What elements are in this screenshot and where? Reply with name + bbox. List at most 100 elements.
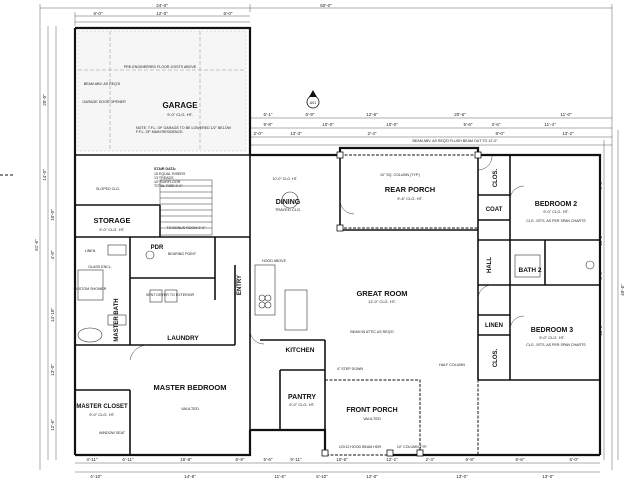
counter-icon (254, 264, 276, 316)
dim-label: 4'-11" (86, 457, 98, 462)
room-great-room-sub: 12'-0" CLG. HT. (368, 299, 396, 304)
toilet-icon (585, 260, 595, 270)
dim-label: 5'-6" (464, 122, 473, 127)
room-front-porch-sub: VAULTED (363, 416, 381, 421)
dim-label: 13'-0" (542, 474, 554, 479)
room-coat: COAT (486, 207, 503, 213)
dim-label: 3'-6" (492, 122, 501, 127)
bottom-dim-row2: 4'-10" 14'-8" 11'-6" 6'-10" 12'-0" 13'-0… (90, 474, 554, 479)
dim-label: 13'-2" (562, 131, 574, 136)
dim-label: 5'-6" (516, 457, 525, 462)
room-master-bedroom: MASTER BEDROOM (154, 383, 227, 392)
room-closet-top: CLOS. (493, 169, 499, 188)
rear-column-note: 10" SQ. COLUMN (TYP.) (380, 173, 420, 177)
top-dim-row2: 6'-1" 6'-9" 12'-6" 20'-6" 11'-0" (264, 112, 572, 117)
stair-line: TOTAL RISE 9'-0" (154, 184, 183, 188)
dining-table-icon (281, 191, 299, 209)
sink-icon (107, 244, 127, 256)
range-burner-icon (264, 301, 272, 309)
interior-walls (75, 154, 600, 455)
room-master-closet: MASTER CLOSET (76, 404, 128, 410)
dim-label: 13'-3" (290, 131, 302, 136)
island-icon (284, 289, 308, 331)
dim-label: 6'-11" (122, 457, 134, 462)
garage-left-dim: 6'-0" (94, 11, 103, 16)
dim-label: 2'-4" (426, 457, 435, 462)
bottom-dimensions (75, 462, 600, 473)
garage-slab (77, 30, 247, 152)
dim-label: 14'-8" (184, 474, 196, 479)
garage-floor-note: PRE-ENGINEERED FLOOR JOISTS ABOVE (124, 65, 197, 69)
garage-right-dim: 6'-0" (224, 11, 233, 16)
room-garage-sub: 9'-0" CLG. HT. (167, 112, 193, 117)
bedroom2-joists-note: CLG. JSTS. AS PER SPAN CHARTS (526, 219, 586, 223)
front-beam-note: 12X12 HOOD BEAM HDR (339, 445, 382, 449)
stair-title: STAIR DATA: (154, 167, 176, 171)
tub-icon (77, 327, 103, 343)
room-entry: ENTRY (237, 275, 243, 295)
half-column-note: HALF COLUMN (439, 363, 465, 367)
room-bedroom-2-sub: 9'-0" CLG. HT. (543, 209, 569, 214)
range-burner-icon (258, 294, 266, 302)
top-dim-row4: 2'-0" 13'-3" 2'-4" 8'-0" 13'-2" (254, 131, 575, 136)
room-dining-sub: TRAYED CLG. (275, 207, 301, 212)
dim-label: 9'-8" (264, 122, 273, 127)
garage-width-dim: 24'-0" (156, 3, 168, 8)
garage-note-box: NOTE: T.F.L. OF GARAGE TO BE LOWERED 1/2… (136, 126, 231, 134)
dim-label: 10'-0" (50, 209, 55, 221)
dim-label: 12'-0" (366, 474, 378, 479)
sloped-clg-note: SLOPED CLG. (96, 187, 120, 191)
garage-mid-dim: 12'-0" (156, 11, 168, 16)
door-swings (129, 154, 525, 361)
room-front-porch: FRONT PORCH (346, 407, 397, 414)
stair-bonus-note: TO BONUS ROOM 9'-0" (166, 226, 206, 230)
hood-note: HOOD ABOVE (262, 259, 287, 263)
room-linen: LINEN (485, 323, 503, 329)
front-column-note: 10" COLUMN TYP. (397, 445, 427, 449)
room-pantry: PANTRY (288, 394, 316, 401)
vent-dryer-note: VENT DRYER TO EXTERIOR (146, 293, 195, 297)
dim-label: 6'-10" (316, 474, 328, 479)
stair-line: 10" SURFLOOR (154, 180, 181, 184)
room-storage: STORAGE (94, 216, 131, 225)
stair-line: 15 EQUAL RISERS (154, 172, 186, 176)
room-bedroom-3-sub: 9'-0" CLG. HT. (539, 335, 565, 340)
dim-label: 6'-9" (306, 112, 315, 117)
room-garage: GARAGE (162, 101, 198, 110)
top-dimensions (39, 4, 613, 470)
room-bath-2: BATH 2 (519, 267, 542, 274)
dryer-icon (164, 289, 178, 303)
dim-label: 12'-6" (366, 112, 378, 117)
dim-label: 61'-6" (34, 239, 39, 251)
stair-data: STAIR DATA: 15 EQUAL RISERS 13 TREADS 10… (154, 167, 186, 188)
room-laundry: LAUNDRY (167, 335, 199, 342)
sink-icon (107, 314, 127, 326)
room-rear-porch-sub: 9'-6" CLG. HT. (397, 196, 423, 201)
room-pdr: PDR (151, 245, 164, 251)
porch-outlines (324, 154, 601, 456)
fixtures (77, 191, 595, 343)
dim-label: 11'-0" (560, 112, 572, 117)
washer-icon (149, 289, 163, 303)
great-room-beam-note: BEAM IN ATTIC AS REQ'D (350, 330, 394, 334)
rear-beam-note: BEAM ABV. AS REQ'D FLUSH BEAM OUT TO 12'… (413, 139, 499, 143)
right-dimensions: 9'-0" 10'-2" 6'-0" 13'-6" 49'-6" (598, 130, 625, 460)
bedroom3-joists-note: CLG. JSTS. AS PER SPAN CHARTS (526, 343, 586, 347)
dim-label: 4'-8" (50, 250, 55, 259)
dim-label: 6'-9" (236, 457, 245, 462)
dim-label: 20'-6" (454, 112, 466, 117)
overall-width-dim: 60'-0" (320, 3, 332, 8)
dim-label: 16'-8" (180, 457, 192, 462)
dim-label: 13'-0" (456, 474, 468, 479)
custom-shower-note: CUSTOM SHOWER (74, 287, 107, 291)
dim-label: 14'-0" (42, 169, 47, 181)
north-arrow-icon: A01 (306, 90, 320, 109)
dim-label: 6'-8" (466, 457, 475, 462)
dim-label: 10'-0" (322, 122, 334, 127)
dim-label: 49'-6" (620, 284, 625, 296)
dim-label: 11'-6" (274, 474, 286, 479)
dim-label: 2'-0" (254, 131, 263, 136)
window-seat-note: WINDOW SEAT (99, 431, 126, 435)
dim-label: 10'-0" (386, 122, 398, 127)
room-linen-small: LINEN (85, 249, 96, 253)
